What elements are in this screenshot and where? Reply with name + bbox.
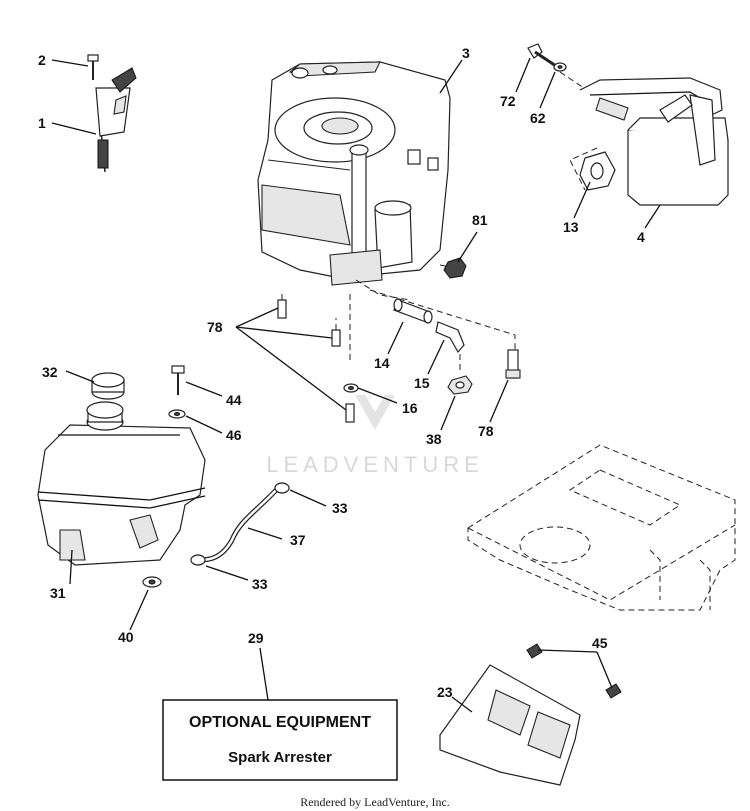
callout-2: 2 [38, 52, 46, 68]
callout-38: 38 [426, 431, 442, 447]
callout-78-right: 78 [478, 423, 494, 439]
muffler-bolt-part [527, 43, 557, 68]
nut-part [443, 257, 467, 279]
callout-1: 1 [38, 115, 46, 131]
hex-nut-part [447, 375, 473, 395]
tank-screw-part [171, 365, 185, 395]
footer-credit: Rendered by LeadVenture, Inc. [300, 795, 450, 809]
watermark-text: LEADVENTURE [266, 452, 484, 477]
callout-labels: 2 1 3 72 62 13 4 81 78 14 15 16 38 78 32… [38, 45, 645, 700]
callout-81: 81 [472, 212, 488, 228]
throttle-control-part [87, 54, 137, 173]
hose-clamp-part-top [274, 482, 290, 494]
callout-62: 62 [530, 110, 546, 126]
exhaust-gasket-part [579, 151, 616, 191]
elbow-fitting-part [435, 321, 465, 354]
watermark-logo-icon [355, 395, 395, 430]
leader-lines [51, 57, 661, 713]
watermark: LEADVENTURE [266, 395, 484, 477]
callout-33-bottom: 33 [252, 576, 268, 592]
callout-23: 23 [437, 684, 453, 700]
hose-clamp-part-bottom [190, 554, 206, 566]
engine-part [257, 61, 451, 286]
callout-37: 37 [290, 532, 306, 548]
fuel-line-part [199, 486, 280, 563]
spark-arrester-label: Spark Arrester [228, 749, 332, 766]
callout-15: 15 [414, 375, 430, 391]
fuel-tube-part [393, 298, 433, 324]
muffler-part [579, 77, 729, 206]
callout-72: 72 [500, 93, 516, 109]
spark-arrester-plate-part [439, 664, 581, 786]
fuel-tank-part [37, 401, 206, 566]
arrester-bolt-part [526, 643, 622, 699]
callout-14: 14 [374, 355, 390, 371]
callout-44: 44 [226, 392, 242, 408]
callout-78-left: 78 [207, 319, 223, 335]
callout-31: 31 [50, 585, 66, 601]
callout-46: 46 [226, 427, 242, 443]
muffler-washer-part [553, 62, 567, 72]
callout-33-top: 33 [332, 500, 348, 516]
frame-part [467, 444, 736, 611]
callout-29: 29 [248, 630, 264, 646]
bolt-part-left [277, 299, 355, 423]
callout-13: 13 [563, 219, 579, 235]
callout-4: 4 [637, 229, 645, 245]
grommet-part [142, 576, 162, 588]
callout-40: 40 [118, 629, 134, 645]
optional-equipment-title: OPTIONAL EQUIPMENT [189, 714, 371, 731]
tank-washer-part [168, 409, 186, 419]
callout-32: 32 [42, 364, 58, 380]
optional-equipment-box: OPTIONAL EQUIPMENT Spark Arrester [162, 699, 398, 781]
callout-16: 16 [402, 400, 418, 416]
fuel-cap-part [91, 372, 125, 400]
washer-part [343, 383, 359, 393]
bolt-part-right [505, 349, 521, 379]
callout-3: 3 [462, 45, 470, 61]
callout-45: 45 [592, 635, 608, 651]
